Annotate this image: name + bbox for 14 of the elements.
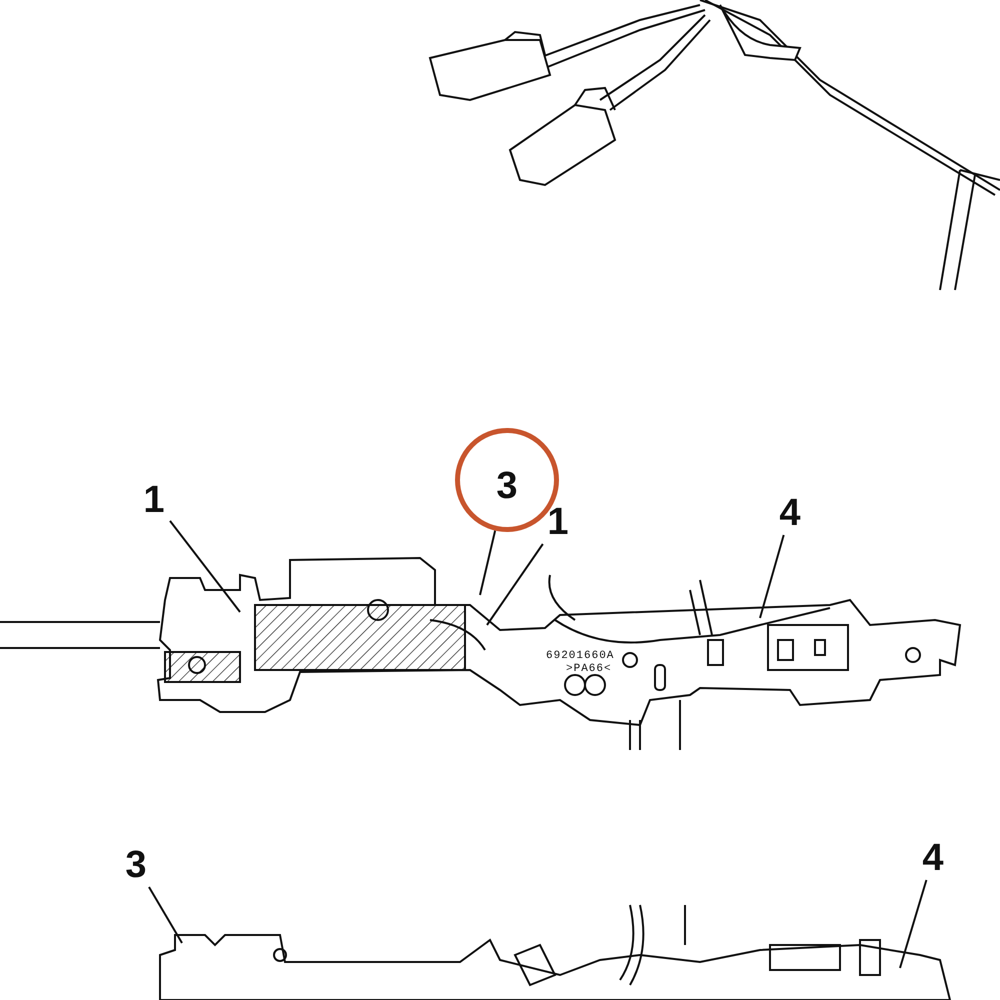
leader-line (148, 886, 183, 944)
part-marking: 69201660A (546, 650, 614, 662)
callout-number: 3 (496, 464, 518, 508)
leader-line (169, 520, 241, 613)
leader-line (486, 543, 544, 626)
callout-number: 1 (542, 500, 574, 544)
leader-line (759, 534, 785, 618)
leader-line (479, 530, 496, 596)
callout-number: 4 (774, 491, 806, 535)
leader-line (899, 880, 928, 968)
callout-number: 1 (138, 478, 170, 522)
callout-number: 3 (120, 843, 152, 887)
part-marking: >PA66< (566, 663, 612, 675)
callout-number: 4 (917, 836, 949, 880)
